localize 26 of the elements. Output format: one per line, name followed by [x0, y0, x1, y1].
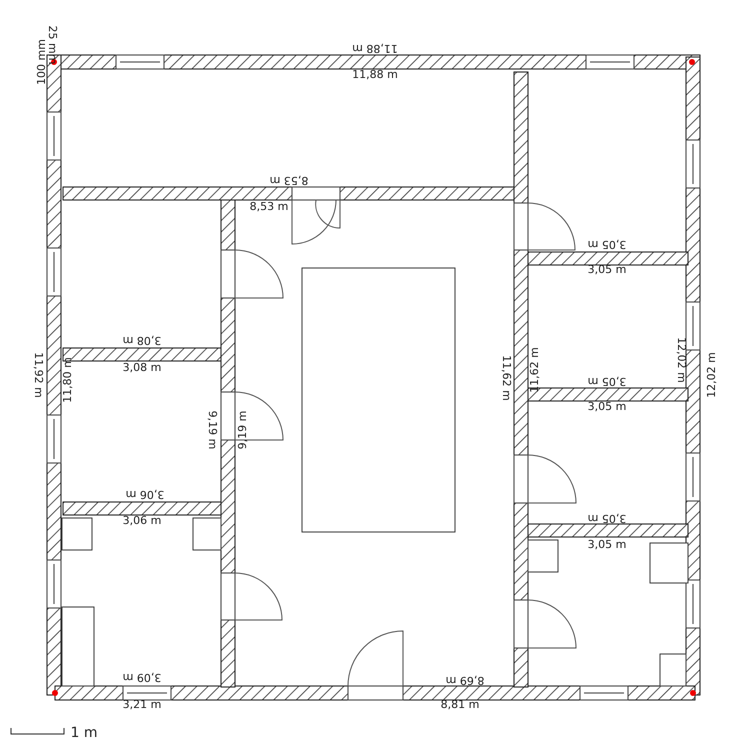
dimension-label: 3,06 m — [126, 488, 164, 500]
dimension-label: 3,05 m — [588, 539, 626, 551]
dimension-label: 3,05 m — [588, 512, 626, 524]
dimension-label: 8,53 m — [250, 201, 288, 213]
dimension-label: 3,21 m — [122, 699, 162, 711]
dimension-label: 3,05 m — [588, 238, 626, 250]
dimension-label: 8,53 m — [270, 174, 308, 186]
dimension-label: 12,02 m — [706, 352, 718, 398]
dimension-label: 3,09 m — [122, 671, 162, 683]
dimension-label: 3,08 m — [122, 334, 162, 346]
dimension-label: 9,19 m — [206, 410, 218, 450]
dimension-label: 9,19 m — [237, 410, 249, 450]
dimension-label: 11,80 m — [62, 357, 74, 403]
dimension-label: 3,08 m — [122, 362, 162, 374]
scale-label: 1 m — [70, 727, 98, 739]
dimension-label: 11,92 m — [32, 352, 44, 398]
dimension-label: 3,05 m — [588, 375, 626, 387]
dimension-label: 12,02 m — [675, 337, 687, 383]
dimension-label: 3,06 m — [122, 515, 162, 527]
dimension-label: 11,62 m — [529, 347, 541, 393]
dimension-label: 100 mm — [36, 39, 48, 85]
dimension-label: 8,69 m — [446, 674, 484, 686]
dimension-label: 11,88 m — [352, 42, 398, 54]
dimension-label: 3,05 m — [588, 401, 626, 413]
dimension-label: 11,62 m — [500, 355, 512, 401]
dimension-label: 11,88 m — [352, 69, 398, 81]
